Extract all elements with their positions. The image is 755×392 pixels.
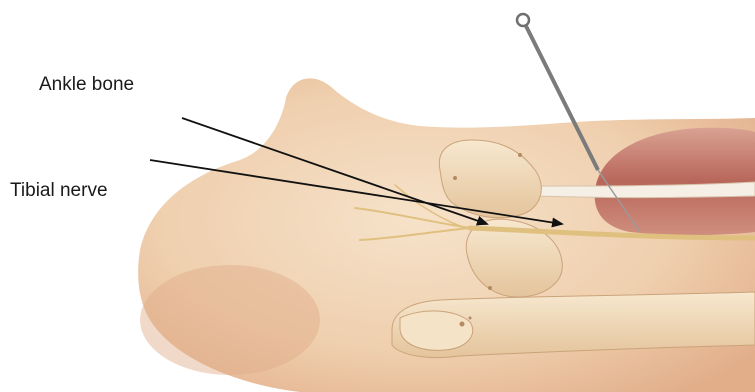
heel-shadow [140, 265, 320, 375]
tibial-nerve-label: Tibial nerve [10, 180, 108, 202]
lower-bone-end [400, 311, 473, 350]
ankle-bone-label: Ankle bone [39, 74, 134, 96]
